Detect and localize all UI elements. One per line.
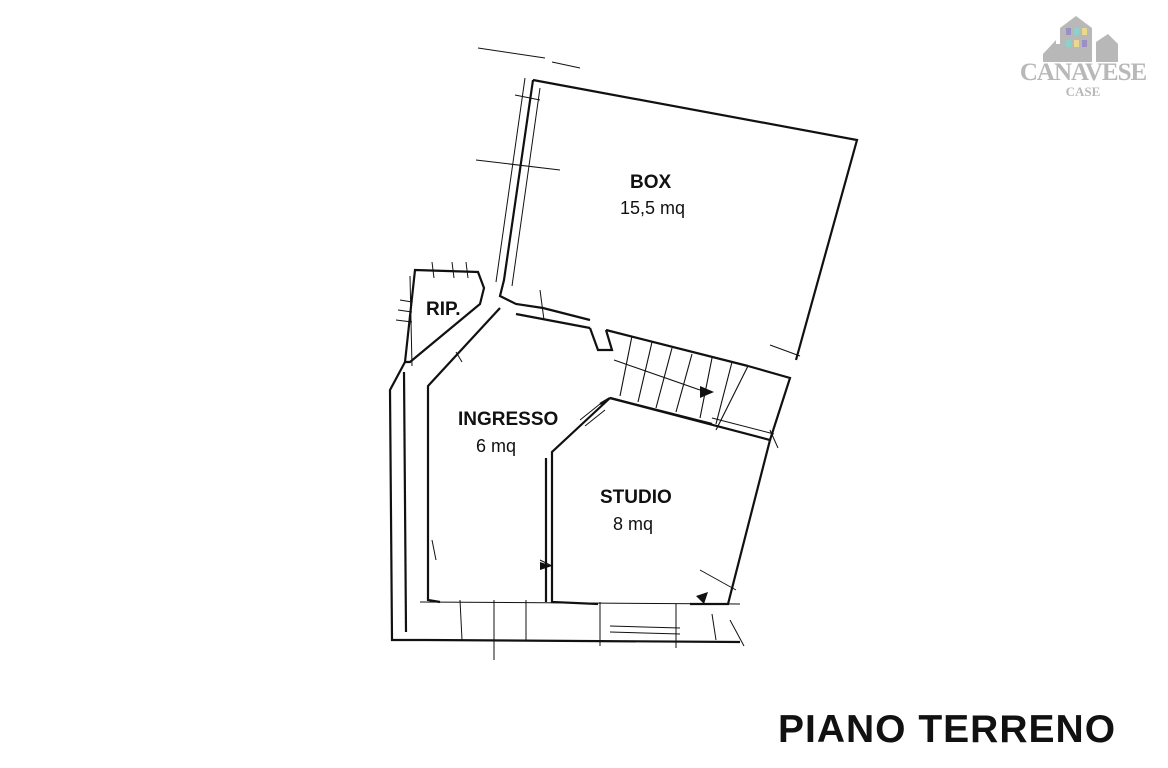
room-area-ingresso: 6 mq <box>476 436 516 456</box>
ingresso-walls <box>426 307 614 604</box>
page-title: PIANO TERRENO <box>778 708 1117 751</box>
room-label-rip: RIP. <box>426 299 461 320</box>
outer-walls <box>388 361 745 660</box>
stairs-icon <box>605 328 792 441</box>
arrow-icon <box>540 562 552 570</box>
arrow-icon <box>700 386 714 398</box>
room-label-box: BOX <box>630 172 672 193</box>
room-area-studio: 8 mq <box>613 514 653 534</box>
room-label-studio: STUDIO <box>600 487 672 508</box>
brand-sub: CASE <box>1066 84 1101 99</box>
box-walls <box>475 47 859 361</box>
room-label-ingresso: INGRESSO <box>458 409 558 430</box>
room-area-box: 15,5 mq <box>620 198 685 218</box>
brand-name: CANAVESE <box>1020 59 1147 86</box>
arrow-icon <box>696 592 708 604</box>
house-logo-icon: CANAVESE CASE <box>1020 16 1147 99</box>
